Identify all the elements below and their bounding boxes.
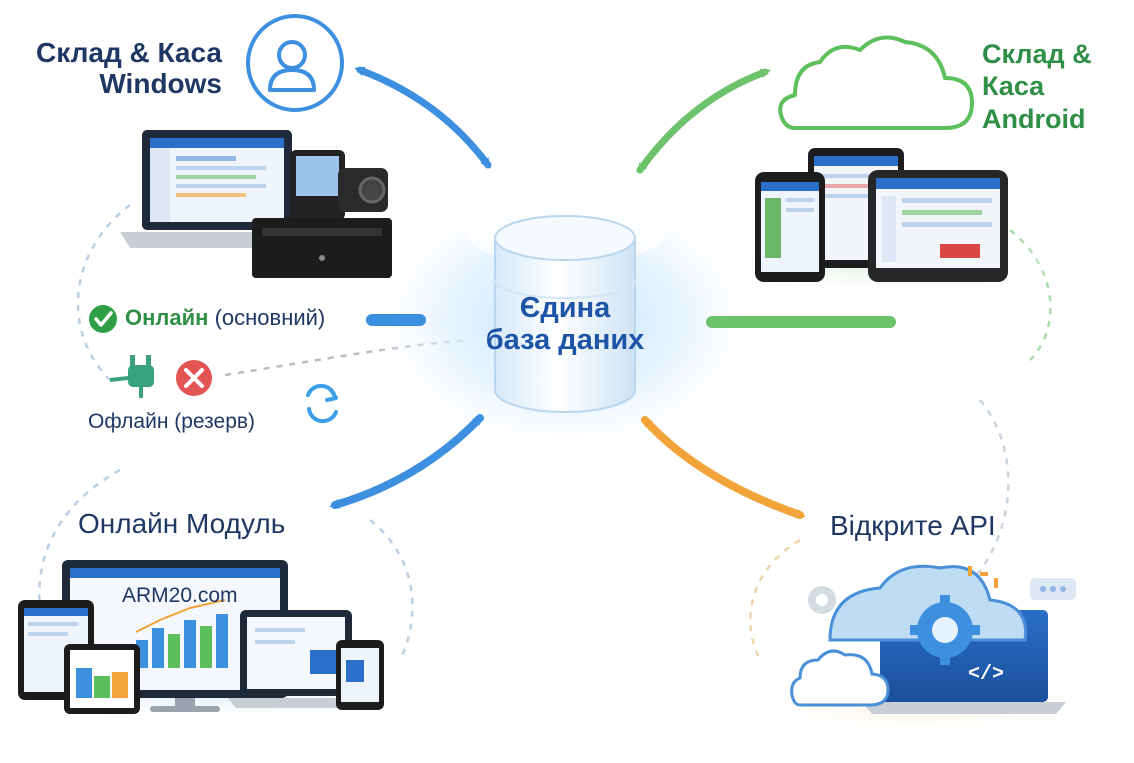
offline-mode-label: Офлайн (резерв) — [88, 410, 256, 433]
online-mode-rest: (основний) — [214, 305, 326, 330]
windows-label: Склад & Каса Windows — [22, 37, 222, 100]
windows-pos-devices — [120, 130, 392, 278]
cloud-icon-small — [790, 649, 890, 707]
android-label-line1: Склад & — [982, 39, 1092, 69]
online-mode-label: Онлайн (основний) — [125, 305, 326, 331]
database-label-line2: база даних — [485, 324, 645, 357]
database-label-line1: Єдина — [519, 292, 611, 324]
gear-icon — [910, 595, 980, 665]
check-circle-icon — [89, 305, 117, 333]
user-icon — [246, 14, 344, 112]
database-label: Єдина база даних — [470, 292, 660, 357]
windows-label-line1: Склад & Каса — [36, 37, 222, 68]
online-mode-bold: Онлайн — [125, 305, 209, 330]
open-api-illustration — [790, 564, 1076, 714]
cash-drawer — [252, 218, 392, 278]
x-circle-icon — [176, 360, 212, 396]
android-label-line2: Каса — [982, 71, 1045, 102]
api-db-arrow — [641, 416, 806, 519]
sync-icon — [306, 383, 338, 424]
online-module-site: ARM20.com — [122, 584, 238, 607]
module-dashed-right — [369, 519, 414, 661]
online-module-label: Онлайн Модуль — [78, 508, 286, 539]
android-label: Склад & Каса Android — [982, 38, 1132, 135]
gear-icon-small — [808, 586, 836, 614]
windows-dashed-loop — [76, 204, 131, 381]
code-glyph: </> — [968, 663, 1005, 686]
android-devices — [755, 148, 1008, 282]
offline-dashed-line — [224, 338, 471, 377]
online-module-devices — [18, 560, 384, 714]
database-icon — [494, 215, 636, 413]
plug-icon — [109, 355, 154, 398]
open-api-label: Відкрите API — [830, 510, 996, 541]
android-db-arrow — [636, 68, 771, 174]
android-label-line3: Android — [982, 103, 1086, 134]
module-db-arrow — [329, 414, 484, 509]
sparkle-icon — [968, 566, 998, 588]
module-dashed-loop — [37, 468, 121, 651]
android-dashed-loop — [1009, 229, 1052, 361]
windows-db-arrow — [354, 66, 492, 169]
cloud-icon — [778, 35, 974, 130]
api-dashed-left — [749, 538, 801, 661]
windows-label-line2: Windows — [99, 68, 222, 100]
